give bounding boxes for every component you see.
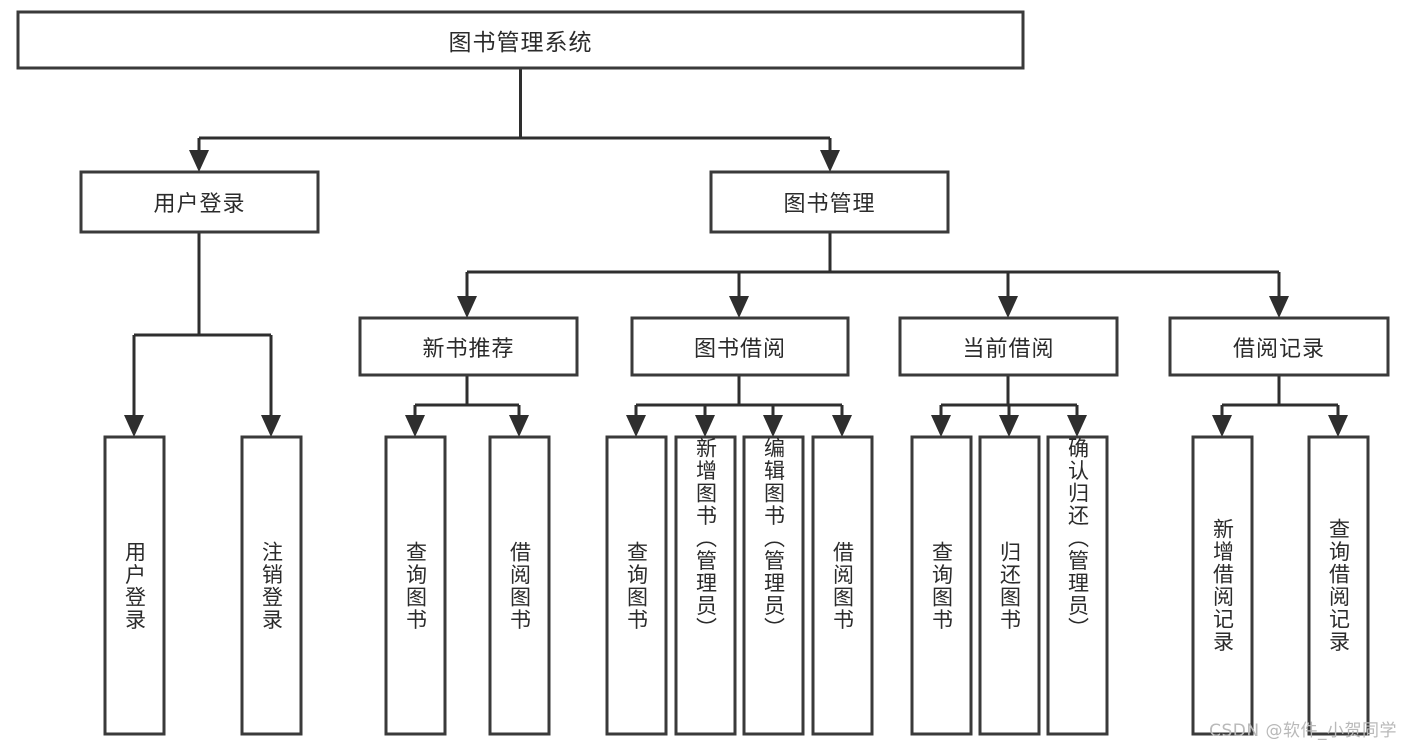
node-new-book-recommend[interactable] bbox=[358, 316, 579, 377]
connector-layer bbox=[124, 68, 1348, 437]
node-leaf-query-book-3[interactable] bbox=[910, 435, 973, 736]
node-borrow-record[interactable] bbox=[1168, 316, 1390, 377]
node-current-borrow[interactable] bbox=[898, 316, 1119, 377]
arrow-head-bookborrow-leaf-3 bbox=[763, 415, 783, 437]
node-leaf-edit-book-admin[interactable] bbox=[742, 435, 805, 736]
node-leaf-logout[interactable] bbox=[240, 435, 303, 736]
arrow-head-currentborrow-leaf-2 bbox=[999, 415, 1019, 437]
arrow-head-login-leaf-1 bbox=[124, 415, 144, 437]
node-root[interactable] bbox=[16, 10, 1025, 70]
arrow-head-login-leaf-2 bbox=[261, 415, 281, 437]
arrow-head-newbook-leaf-1 bbox=[405, 415, 425, 437]
arrow-head-currentborrow-leaf-3 bbox=[1067, 415, 1087, 437]
box-layer bbox=[16, 10, 1390, 736]
arrow-head-to-user-login bbox=[189, 150, 209, 172]
arrow-head-to-book-management bbox=[820, 150, 840, 172]
node-leaf-query-borrow-record[interactable] bbox=[1307, 435, 1370, 736]
arrow-head-borrowrecord-leaf-2 bbox=[1328, 415, 1348, 437]
arrow-head-currentborrow-leaf-1 bbox=[931, 415, 951, 437]
arrow-head-bookborrow-leaf-2 bbox=[695, 415, 715, 437]
node-book-management[interactable] bbox=[709, 170, 950, 234]
arrow-head-to-book-borrow bbox=[729, 296, 749, 318]
node-leaf-return-book[interactable] bbox=[978, 435, 1041, 736]
node-user-login[interactable] bbox=[79, 170, 320, 234]
arrow-head-bookborrow-leaf-1 bbox=[626, 415, 646, 437]
arrow-head-to-current-borrow bbox=[998, 296, 1018, 318]
arrow-head-newbook-leaf-2 bbox=[509, 415, 529, 437]
node-leaf-confirm-return-admin[interactable] bbox=[1046, 435, 1109, 736]
node-leaf-borrow-book-1[interactable] bbox=[488, 435, 551, 736]
arrow-head-to-new-book bbox=[457, 296, 477, 318]
node-leaf-user-login[interactable] bbox=[103, 435, 166, 736]
node-leaf-add-book-admin[interactable] bbox=[674, 435, 737, 736]
arrow-head-borrowrecord-leaf-1 bbox=[1212, 415, 1232, 437]
node-leaf-borrow-book-2[interactable] bbox=[811, 435, 874, 736]
arrow-head-to-borrow-record bbox=[1269, 296, 1289, 318]
arrow-head-bookborrow-leaf-4 bbox=[832, 415, 852, 437]
node-book-borrow[interactable] bbox=[630, 316, 850, 377]
node-leaf-query-book-1[interactable] bbox=[384, 435, 447, 736]
node-leaf-query-book-2[interactable] bbox=[605, 435, 668, 736]
node-leaf-add-borrow-record[interactable] bbox=[1191, 435, 1254, 736]
